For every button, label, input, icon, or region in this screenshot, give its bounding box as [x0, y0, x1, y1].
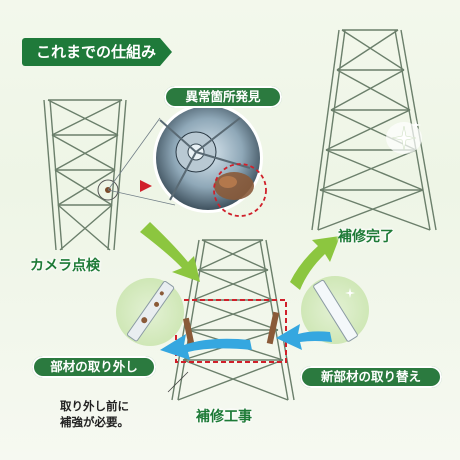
arrow-replace	[276, 324, 332, 350]
camera-inspection-label: カメラ点検	[30, 258, 100, 274]
repair-complete-label: 補修完了	[338, 229, 394, 245]
left-tower	[43, 99, 127, 251]
inspection-spot	[97, 179, 119, 201]
arrow-removal	[160, 334, 252, 360]
camera-lens-icon	[153, 103, 267, 217]
note-line-1: 取り外し前に	[60, 399, 129, 413]
arrow-to-complete	[290, 236, 340, 290]
page-title: これまでの仕組み	[22, 38, 172, 66]
anomaly-label: 異常箇所発見	[164, 86, 282, 108]
replace-member-label: 新部材の取り替え	[300, 366, 442, 388]
arrow-to-repair	[140, 222, 200, 282]
reinforcement-note: 取り外し前に 補強が必要。	[60, 398, 129, 430]
new-member	[313, 279, 358, 342]
remove-member-label: 部材の取り外し	[32, 356, 156, 378]
pointer-triangle-icon	[140, 180, 152, 192]
removed-member	[127, 280, 175, 342]
note-line-2: 補強が必要。	[60, 415, 129, 429]
repair-work-label: 補修工事	[196, 409, 252, 425]
sparkle-icon	[386, 120, 422, 154]
